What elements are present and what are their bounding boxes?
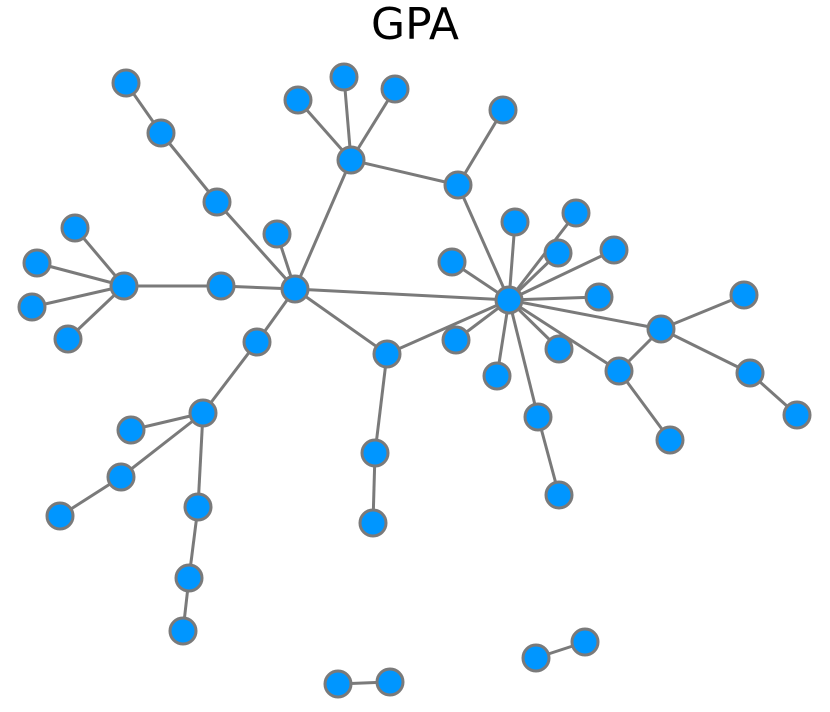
graph-node[interactable] [360, 438, 390, 468]
graph-node[interactable] [437, 247, 467, 277]
graph-node[interactable] [183, 492, 213, 522]
graph-edge [294, 287, 510, 302]
graph-node[interactable] [336, 145, 366, 175]
graph-node[interactable] [584, 282, 614, 312]
graph-edge [508, 248, 615, 302]
graph-node[interactable] [329, 62, 359, 92]
graph-node[interactable] [375, 667, 405, 697]
graph-node[interactable] [500, 207, 530, 237]
graph-node[interactable] [443, 170, 473, 200]
graph-edge [120, 411, 204, 479]
graph-node[interactable] [323, 669, 353, 699]
graph-node[interactable] [646, 314, 676, 344]
graph-node[interactable] [488, 95, 518, 125]
graph-edge [660, 293, 745, 331]
graph-edge [456, 109, 505, 186]
graph-node[interactable] [482, 361, 512, 391]
graph-edge [508, 298, 662, 331]
graph-edge [507, 212, 578, 301]
graph-node[interactable] [523, 402, 553, 432]
graph-node[interactable] [570, 627, 600, 657]
graph-node[interactable] [146, 118, 176, 148]
graph-edge [508, 295, 600, 302]
graph-node[interactable] [22, 248, 52, 278]
graph-node[interactable] [116, 415, 146, 445]
graph-edge [215, 200, 297, 291]
graph-node[interactable] [283, 85, 313, 115]
graph-node[interactable] [17, 292, 47, 322]
graph-node[interactable] [782, 400, 812, 430]
nodes-layer [17, 62, 812, 699]
graph-edge [373, 353, 389, 454]
graph-node[interactable] [45, 501, 75, 531]
graph-node[interactable] [372, 339, 402, 369]
graph-node[interactable] [358, 508, 388, 538]
graph-node[interactable] [262, 219, 292, 249]
graph-node[interactable] [109, 271, 139, 301]
graph-edge [386, 298, 510, 356]
graph-node[interactable] [206, 271, 236, 301]
graph-node[interactable] [729, 280, 759, 310]
graph-node[interactable] [380, 74, 410, 104]
graph-edge [507, 299, 540, 418]
graph-node[interactable] [544, 334, 574, 364]
graph-node[interactable] [561, 198, 591, 228]
graph-node[interactable] [111, 68, 141, 98]
graph-node[interactable] [106, 462, 136, 492]
graph-edge [196, 412, 205, 508]
graph-node[interactable] [604, 356, 634, 386]
graph-node[interactable] [494, 285, 524, 315]
graph-edge [31, 284, 125, 309]
graph-edge [159, 132, 219, 203]
graph-edge [456, 184, 511, 301]
graph-node[interactable] [174, 563, 204, 593]
graph-node[interactable] [544, 480, 574, 510]
graph-edge [201, 341, 259, 414]
graph-node[interactable] [168, 616, 198, 646]
graph-node[interactable] [188, 398, 218, 428]
graph-edge [294, 287, 388, 356]
graph-node[interactable] [735, 358, 765, 388]
graph-edge [293, 159, 353, 290]
graph-node[interactable] [280, 274, 310, 304]
graph-node[interactable] [521, 643, 551, 673]
graph-node[interactable] [242, 327, 272, 357]
graph-edge [660, 327, 751, 375]
graph-node[interactable] [202, 187, 232, 217]
graph-node[interactable] [543, 238, 573, 268]
graph-title: GPA [371, 0, 459, 50]
graph-node[interactable] [53, 324, 83, 354]
graph-node[interactable] [60, 213, 90, 243]
graph-node[interactable] [441, 325, 471, 355]
edges-layer [31, 76, 798, 686]
graph-node[interactable] [599, 235, 629, 265]
graph-edge [36, 261, 125, 288]
graph-edge [350, 158, 459, 187]
graph-node[interactable] [655, 425, 685, 455]
